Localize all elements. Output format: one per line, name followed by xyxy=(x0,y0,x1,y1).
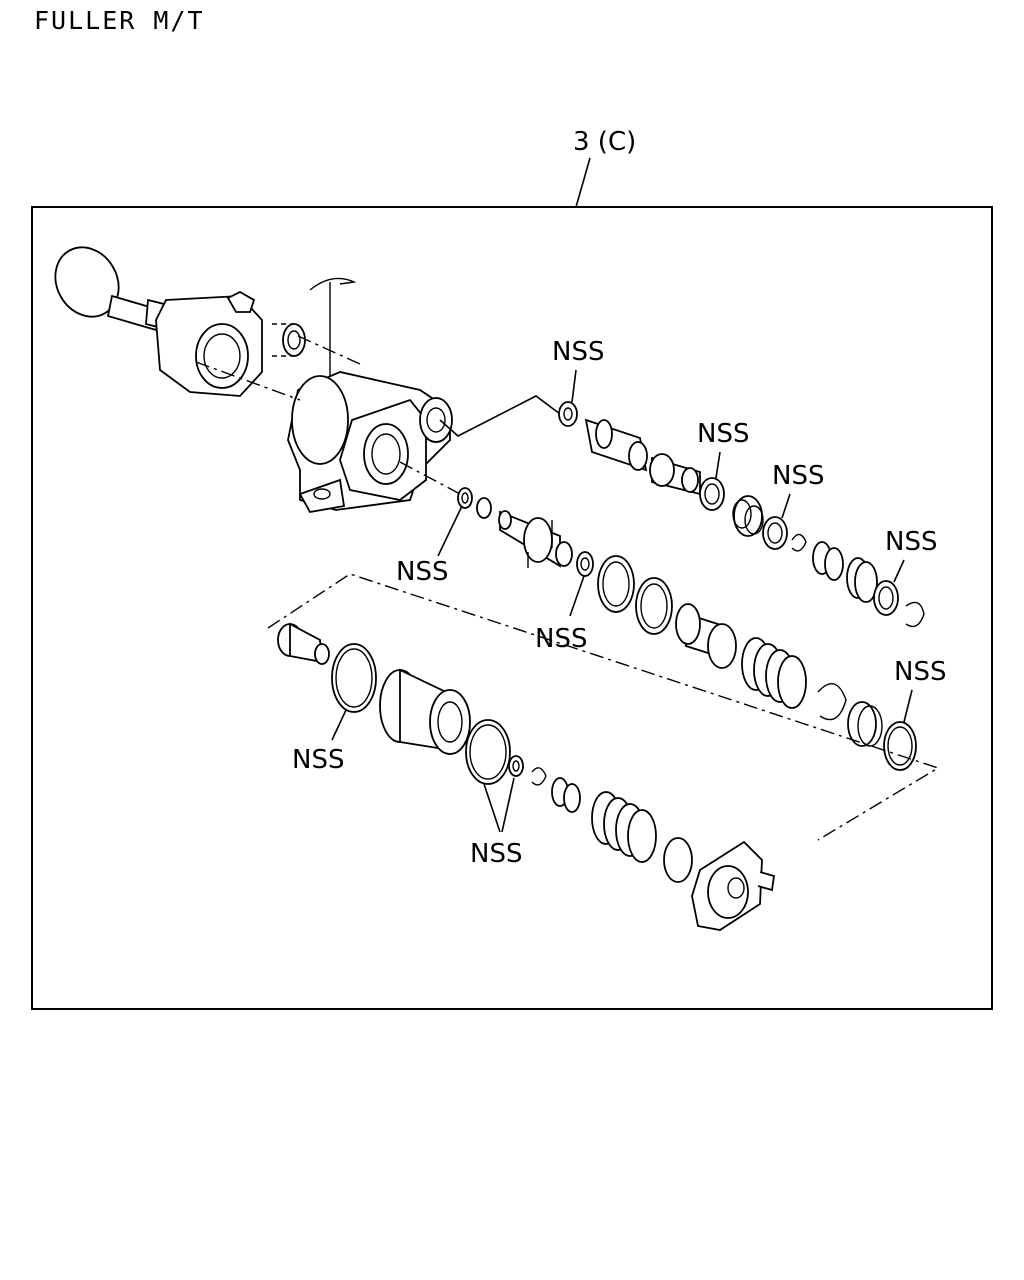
spring-middle xyxy=(741,637,807,709)
o-ring-middle-4 xyxy=(883,721,917,771)
o-ring-upper-2 xyxy=(699,477,725,511)
o-ring-lower-3 xyxy=(508,755,524,777)
washer-lower xyxy=(663,837,693,883)
nss-callout-1: NSS xyxy=(552,337,604,403)
plug-lower xyxy=(277,622,330,665)
o-ring-middle-1 xyxy=(457,487,473,509)
nss-label-9: NSS xyxy=(470,839,522,869)
nss-label-8: NSS xyxy=(292,745,344,775)
shift-shaft-middle xyxy=(498,510,573,568)
assembly-frame xyxy=(31,206,993,1010)
nss-label-6: NSS xyxy=(535,624,587,654)
nss-label-3: NSS xyxy=(772,461,824,491)
piston-middle xyxy=(675,603,737,669)
o-ring-lower-1 xyxy=(331,643,377,713)
connector-line-upper xyxy=(439,395,561,437)
arrow-indicator xyxy=(309,277,357,291)
o-ring-middle-2 xyxy=(476,497,492,519)
o-ring-middle-3 xyxy=(576,551,594,577)
centerline-3 xyxy=(399,461,461,495)
nss-label-1: NSS xyxy=(552,337,604,367)
assembly-ref-leader xyxy=(575,157,591,208)
o-ring-upper-4 xyxy=(873,580,899,616)
seal-ring-middle-1 xyxy=(597,555,635,613)
o-ring-upper-1 xyxy=(558,401,578,427)
cap-middle xyxy=(847,701,883,747)
seal-ring-middle-2 xyxy=(635,577,673,635)
centerline-lower xyxy=(267,573,940,841)
snap-ring-upper-2 xyxy=(905,601,925,628)
end-cover xyxy=(691,840,776,931)
piston-upper xyxy=(732,495,764,537)
shift-knob xyxy=(54,246,173,332)
snap-ring-upper-1 xyxy=(791,533,807,552)
nss-callout-9: NSS xyxy=(470,777,522,869)
centerline-1 xyxy=(195,361,301,401)
nss-label-7: NSS xyxy=(894,657,946,687)
snap-ring-lower xyxy=(531,767,547,786)
shaft-upper xyxy=(649,453,701,496)
nss-label-2: NSS xyxy=(697,419,749,449)
plunger-upper xyxy=(584,418,648,472)
spring-upper-2 xyxy=(846,557,878,603)
assembly-ref-label: 3 (C) xyxy=(573,127,636,157)
snap-ring-middle xyxy=(817,683,847,721)
nss-callout-8: NSS xyxy=(292,709,347,775)
nss-callout-2: NSS xyxy=(697,419,749,479)
nss-callout-6: NSS xyxy=(535,575,587,654)
piston-lower xyxy=(379,668,471,755)
nss-callout-4: NSS xyxy=(885,527,937,583)
nss-callout-5: NSS xyxy=(396,505,463,587)
shift-lever-housing xyxy=(155,290,263,397)
main-housing xyxy=(287,371,453,513)
bushing xyxy=(272,323,306,357)
o-ring-upper-3 xyxy=(762,516,788,550)
spring-lower xyxy=(591,791,657,863)
nss-callout-3: NSS xyxy=(772,461,824,519)
spring-upper-1 xyxy=(812,541,844,581)
nss-label-5: NSS xyxy=(396,557,448,587)
nss-callout-7: NSS xyxy=(894,657,946,723)
page-title: FULLER M/T xyxy=(34,6,205,35)
o-ring-lower-2 xyxy=(465,719,511,785)
centerline-2 xyxy=(297,335,361,365)
nss-label-4: NSS xyxy=(885,527,937,557)
retainer-lower xyxy=(551,777,581,813)
